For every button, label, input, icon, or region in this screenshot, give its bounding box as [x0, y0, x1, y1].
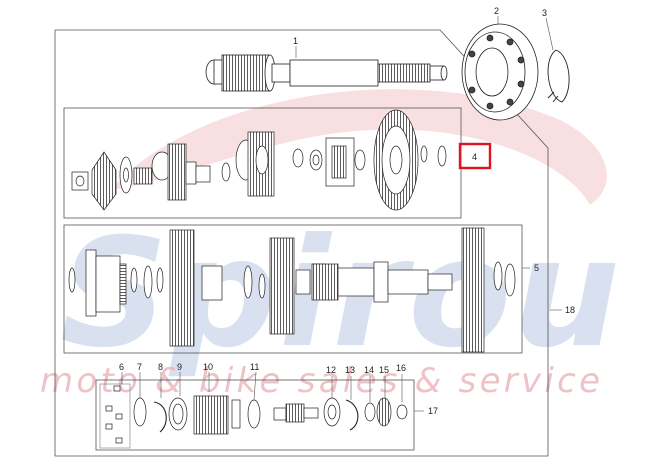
watermark-tagline: moto & bike sales & service [40, 361, 600, 401]
callout-15[interactable]: 15 [379, 365, 389, 375]
callout-labels: 1 2 3 4 5 6 7 8 9 10 11 12 13 14 15 16 1… [119, 6, 575, 416]
group-4-parts[interactable] [71, 109, 447, 211]
part-2-bearing[interactable] [461, 23, 539, 121]
group-5-parts[interactable] [68, 227, 516, 353]
callout-6[interactable]: 6 [119, 362, 124, 372]
callout-2[interactable]: 2 [494, 6, 499, 16]
group-box-5 [63, 224, 523, 354]
callout-7[interactable]: 7 [137, 362, 142, 372]
callout-18[interactable]: 18 [565, 305, 575, 315]
part-3-circlip[interactable] [547, 49, 570, 103]
group-17-parts[interactable] [105, 385, 408, 444]
callout-5[interactable]: 5 [534, 263, 539, 273]
watermark-swoosh [110, 89, 607, 205]
callout-9[interactable]: 9 [177, 362, 182, 372]
watermark: Spirou moto & bike sales & service [40, 89, 620, 401]
sub-box-bolts [99, 383, 131, 449]
callout-11[interactable]: 11 [250, 362, 259, 372]
callout-3[interactable]: 3 [542, 8, 547, 18]
callout-8[interactable]: 8 [158, 362, 163, 372]
callout-14[interactable]: 14 [364, 365, 374, 375]
callout-16[interactable]: 16 [396, 363, 406, 373]
callout-17[interactable]: 17 [428, 406, 438, 416]
group-box-17 [95, 379, 415, 451]
callout-4-highlight[interactable] [458, 142, 492, 170]
callout-13[interactable]: 13 [345, 365, 355, 375]
callout-12[interactable]: 12 [326, 365, 336, 375]
callout-1[interactable]: 1 [293, 36, 298, 46]
outer-frame [54, 29, 549, 457]
callout-4[interactable]: 4 [472, 152, 477, 162]
leader-lines [121, 16, 562, 412]
part-1-input-shaft[interactable] [205, 54, 448, 92]
callout-10[interactable]: 10 [203, 362, 213, 372]
